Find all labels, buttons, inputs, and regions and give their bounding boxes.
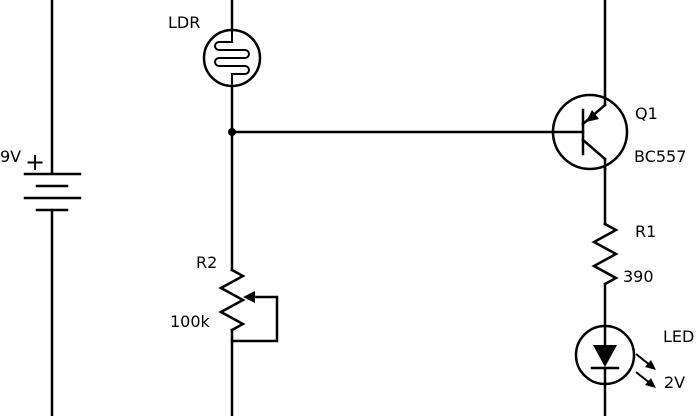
r1-value-label: 390 xyxy=(623,267,654,286)
led-symbol xyxy=(574,324,656,416)
q1-collector-lead xyxy=(581,138,607,161)
r2-name-label: R2 xyxy=(196,253,217,272)
led-emission-arrows xyxy=(635,353,656,388)
transistor-q1 xyxy=(551,93,629,171)
led-emission-arrow-2-head xyxy=(645,378,656,388)
battery-label: 9V xyxy=(0,147,21,166)
q1-circle xyxy=(551,93,629,171)
ldr-symbol xyxy=(202,28,262,88)
ldr-serpentine xyxy=(214,30,250,86)
battery-9v xyxy=(23,0,82,416)
led-emission-arrow-1-head xyxy=(645,360,656,370)
led-voltage-label: 2V xyxy=(664,373,685,392)
r1-zigzag xyxy=(591,222,619,286)
r2-zigzag xyxy=(218,268,246,332)
battery-plus-sign: + xyxy=(25,148,45,176)
led-diode-triangle xyxy=(593,345,617,367)
r2-wiper-arrow xyxy=(243,291,255,303)
potentiometer-r2 xyxy=(218,268,279,416)
q1-part-label: BC557 xyxy=(634,147,686,166)
led-name-label: LED xyxy=(663,327,694,346)
ldr-label: LDR xyxy=(168,13,200,32)
r1-name-label: R1 xyxy=(635,222,656,241)
q1-name-label: Q1 xyxy=(635,104,658,123)
r2-wiper-loop xyxy=(230,295,279,343)
r2-value-label: 100k xyxy=(170,312,211,331)
q1-emitter-arrow xyxy=(586,110,599,122)
